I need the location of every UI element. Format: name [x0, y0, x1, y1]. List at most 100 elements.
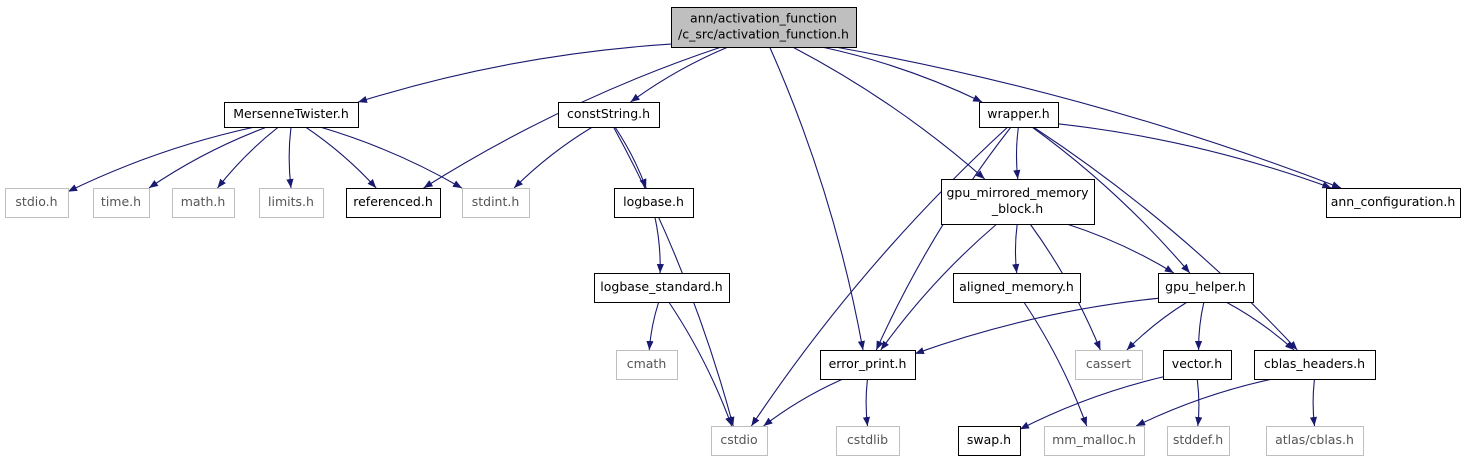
edge-aligned-to-mmmalloc — [1023, 301, 1088, 427]
node-cblas-label: cblas_headers.h — [1264, 356, 1365, 371]
node-logbase-label: logbase.h — [623, 194, 684, 209]
edge-mersenne-to-math — [217, 126, 279, 189]
node-atlascblas-label: atlas/cblas.h — [1275, 432, 1354, 447]
node-annconfig-box — [1326, 188, 1461, 218]
node-cstdio: cstdio — [711, 426, 768, 456]
edge-wrapper-to-cblas — [1032, 126, 1298, 351]
node-referenced[interactable]: referenced.h — [346, 188, 441, 218]
edge-logbasestd-to-cstdio — [668, 301, 733, 427]
node-stdio-box — [5, 188, 69, 218]
node-math: math.h — [172, 188, 235, 218]
node-root-box — [671, 7, 857, 48]
node-errorprint-label: error_print.h — [829, 356, 907, 371]
node-gpumirror-label: _block.h — [991, 201, 1043, 216]
node-stddef: stddef.h — [1167, 426, 1230, 456]
node-mersenne-label: MersenneTwister.h — [233, 106, 349, 121]
edge-mersenne-to-time — [148, 126, 268, 189]
node-swap-box — [958, 426, 1021, 456]
edge-gpumirror-to-gpuhelper — [1066, 223, 1175, 274]
edge-wrapper-to-gpuhelper — [1031, 126, 1191, 274]
edge-gpumirror-to-aligned — [1012, 223, 1020, 274]
node-stdint-label: stdint.h — [472, 194, 520, 209]
node-conststring-box — [558, 102, 660, 128]
node-time-label: time.h — [101, 194, 141, 209]
node-math-label: math.h — [181, 194, 226, 209]
node-logbasestd[interactable]: logbase_standard.h — [594, 273, 730, 303]
edge-wrapper-to-errorprint — [875, 126, 1012, 351]
node-aligned-label: aligned_memory.h — [959, 279, 1074, 294]
node-mersenne-box — [224, 102, 359, 128]
node-logbasestd-box — [594, 273, 730, 303]
node-atlascblas-box — [1266, 426, 1364, 456]
node-cstdio-label: cstdio — [720, 432, 757, 447]
node-referenced-label: referenced.h — [353, 194, 433, 209]
node-stddef-box — [1167, 426, 1230, 456]
node-errorprint-box — [820, 350, 916, 380]
node-cblas[interactable]: cblas_headers.h — [1254, 350, 1376, 380]
node-logbasestd-label: logbase_standard.h — [600, 279, 722, 294]
edge-root-to-wrapper — [821, 46, 983, 103]
node-cstdio-box — [711, 426, 768, 456]
edge-errorprint-to-cstdlib — [862, 378, 871, 427]
node-gpumirror-label: gpu_mirrored_memory — [946, 185, 1089, 200]
node-wrapper-box — [979, 102, 1059, 128]
node-mmmalloc-label: mm_malloc.h — [1052, 432, 1136, 447]
node-mmmalloc: mm_malloc.h — [1044, 426, 1145, 456]
edge-cblas-to-mmmalloc — [1135, 378, 1273, 427]
node-limits-box — [259, 188, 324, 218]
edge-wrapper-to-gpumirror — [1013, 126, 1021, 180]
edge-gpumirror-to-errorprint — [880, 223, 998, 351]
nodes-layer: ann/activation_function/c_src/activation… — [5, 7, 1461, 456]
edge-mersenne-to-stdint — [319, 126, 463, 189]
edge-errorprint-to-cstdio — [763, 378, 844, 427]
node-wrapper-label: wrapper.h — [987, 106, 1049, 121]
node-gpuhelper-box — [1158, 273, 1254, 303]
edge-cblas-to-atlascblas — [1309, 378, 1318, 427]
node-conststring[interactable]: constString.h — [558, 102, 660, 128]
edge-root-to-errorprint — [769, 46, 865, 351]
node-time-box — [93, 188, 150, 218]
edge-conststring-to-stdint — [513, 126, 593, 189]
edge-mersenne-to-referenced — [305, 126, 377, 189]
node-wrapper[interactable]: wrapper.h — [979, 102, 1059, 128]
edge-mersenne-to-stdio — [67, 126, 255, 193]
node-annconfig[interactable]: ann_configuration.h — [1326, 188, 1461, 218]
node-cblas-box — [1254, 350, 1376, 380]
node-root[interactable]: ann/activation_function/c_src/activation… — [671, 7, 857, 48]
edge-mersenne-to-limits — [286, 126, 294, 189]
node-limits-label: limits.h — [268, 194, 314, 209]
node-cmath: cmath — [616, 350, 678, 380]
node-aligned-box — [953, 273, 1081, 303]
node-swap[interactable]: swap.h — [958, 426, 1021, 456]
edge-gpuhelper-to-cassert — [1126, 301, 1188, 351]
node-aligned[interactable]: aligned_memory.h — [953, 273, 1081, 303]
node-annconfig-label: ann_configuration.h — [1331, 194, 1456, 209]
node-limits: limits.h — [259, 188, 324, 218]
node-root-label: ann/activation_function — [690, 11, 837, 26]
node-gpumirror-box — [941, 179, 1095, 225]
node-gpumirror[interactable]: gpu_mirrored_memory_block.h — [941, 179, 1095, 225]
node-logbase-box — [614, 188, 694, 218]
edge-root-to-annconfig — [835, 46, 1342, 189]
node-cstdlib: cstdlib — [836, 426, 900, 456]
edges-layer — [67, 43, 1342, 430]
node-gpuhelper[interactable]: gpu_helper.h — [1158, 273, 1254, 303]
node-logbase[interactable]: logbase.h — [614, 188, 694, 218]
edge-conststring-to-logbase — [614, 126, 647, 189]
node-conststring-label: constString.h — [567, 106, 650, 121]
node-vector-label: vector.h — [1172, 356, 1222, 371]
node-mersenne[interactable]: MersenneTwister.h — [224, 102, 359, 128]
node-cassert: cassert — [1075, 350, 1143, 380]
node-cassert-box — [1075, 350, 1143, 380]
node-atlascblas: atlas/cblas.h — [1266, 426, 1364, 456]
edge-root-to-mersenne — [357, 43, 672, 103]
node-errorprint[interactable]: error_print.h — [820, 350, 916, 380]
node-math-box — [172, 188, 235, 218]
node-stddef-label: stddef.h — [1173, 432, 1223, 447]
edge-gpuhelper-to-cblas — [1225, 301, 1295, 351]
node-mmmalloc-box — [1044, 426, 1145, 456]
node-vector[interactable]: vector.h — [1163, 350, 1232, 380]
edge-vector-to-stddef — [1195, 378, 1203, 427]
node-cstdlib-label: cstdlib — [847, 432, 888, 447]
